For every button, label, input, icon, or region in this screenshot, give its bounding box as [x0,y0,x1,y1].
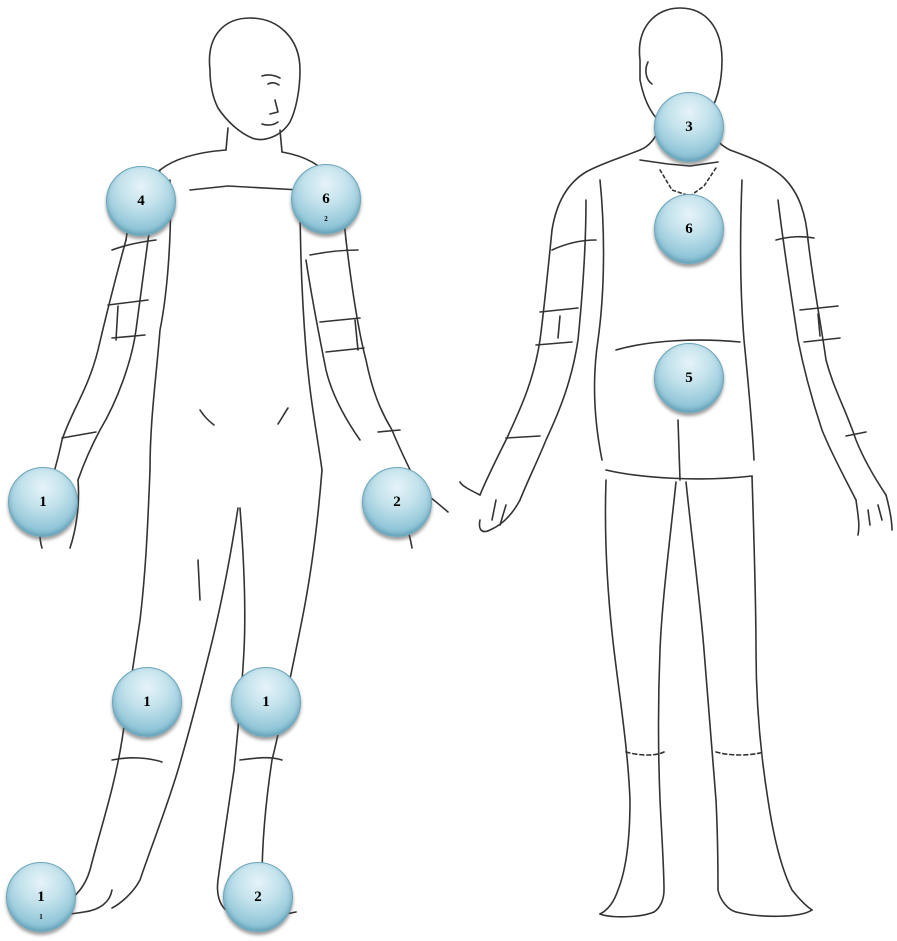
marker-back-neck[interactable]: 3 [654,92,724,162]
marker-front-right-shoulder[interactable]: 6 2 [291,164,361,234]
marker-label: 5 [685,370,693,387]
marker-sublabel: 2 [292,215,360,223]
marker-front-right-knee[interactable]: 1 [231,667,301,737]
marker-front-left-shoulder[interactable]: 4 [106,166,176,236]
marker-sublabel: 1 [7,913,75,921]
marker-label: 1 [143,694,151,711]
marker-back-lower-back[interactable]: 5 [654,343,724,413]
marker-front-left-hand[interactable]: 1 [8,467,78,537]
marker-label: 6 [685,221,693,238]
marker-label: 1 [39,494,47,511]
marker-label: 2 [393,494,401,511]
front-figure [20,18,448,916]
marker-label: 2 [254,889,262,906]
marker-front-right-hand[interactable]: 2 [362,467,432,537]
marker-front-left-foot[interactable]: 1 1 [6,862,76,932]
marker-front-right-foot[interactable]: 2 [223,862,293,932]
marker-label: 1 [262,694,270,711]
marker-label: 3 [685,119,693,136]
marker-label: 4 [137,193,145,210]
marker-back-upper-back[interactable]: 6 [654,194,724,264]
marker-label: 1 [37,889,45,906]
marker-front-left-knee[interactable]: 1 [112,667,182,737]
marker-label: 6 [322,191,330,208]
